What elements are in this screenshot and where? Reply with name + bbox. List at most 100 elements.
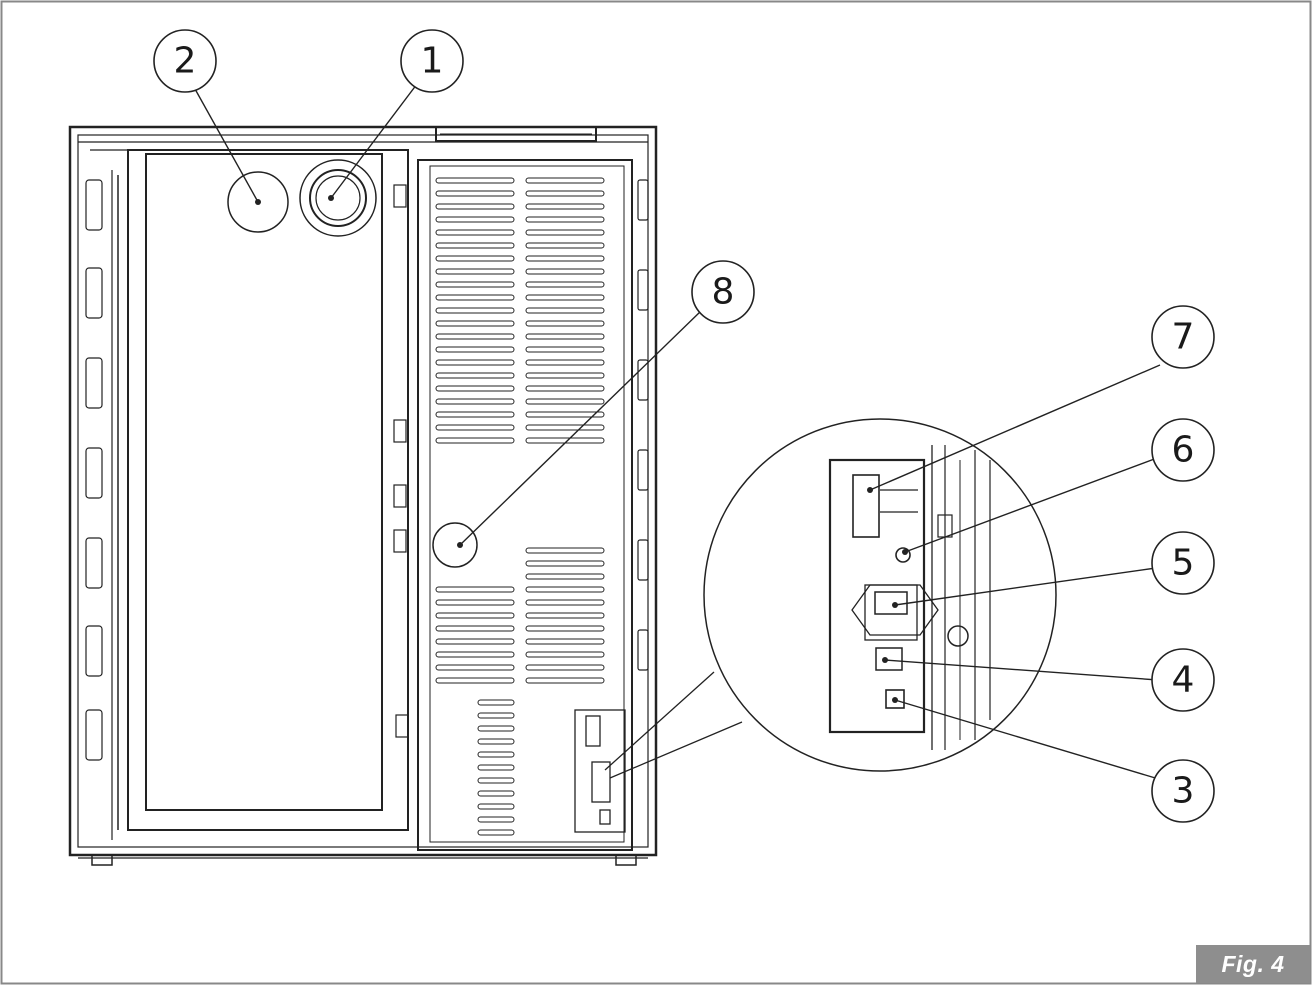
vent-slot: [435, 346, 515, 353]
vent-slot: [525, 651, 605, 658]
vent-slot: [435, 424, 515, 431]
vent-slot: [525, 359, 605, 366]
rear-vent-slots: [435, 177, 605, 836]
vent-slot: [477, 803, 515, 810]
vent-slot: [525, 346, 605, 353]
zoom-circle: [703, 418, 1057, 772]
vent-slot: [525, 625, 605, 632]
callout-label-2: 2: [174, 41, 197, 82]
callout-4: 4: [1151, 648, 1215, 712]
callout-7: 7: [1151, 305, 1215, 369]
callout-6: 6: [1151, 418, 1215, 482]
callout-label-6: 6: [1172, 430, 1195, 471]
component-2-port: [227, 171, 289, 233]
vent-slot: [525, 268, 605, 275]
vent-slot: [435, 586, 515, 593]
callout-8: 8: [691, 260, 755, 324]
vent-slot: [525, 437, 605, 444]
vent-slot: [525, 242, 605, 249]
technical-panel: [417, 159, 633, 851]
left-side-vents: [85, 179, 103, 761]
vent-slot: [477, 751, 515, 758]
vent-slot: [435, 255, 515, 262]
callout-leaders: [189, 79, 1163, 781]
door-panel: [90, 149, 409, 840]
callout-label-4: 4: [1172, 660, 1195, 701]
vent-slot: [435, 625, 515, 632]
vent-slot: [435, 229, 515, 236]
vent-slot: [525, 638, 605, 645]
component-8-port: [432, 522, 478, 568]
vent-slot: [525, 190, 605, 197]
vent-slot: [435, 638, 515, 645]
vent-slot: [477, 816, 515, 823]
vent-slot: [525, 677, 605, 684]
vent-slot: [477, 712, 515, 719]
callout-5: 5: [1151, 531, 1215, 595]
vent-slot: [435, 664, 515, 671]
vent-slot: [525, 177, 605, 184]
cabinet-outline: [68, 125, 658, 866]
vent-slot: [525, 560, 605, 567]
vent-slot: [435, 385, 515, 392]
vent-slot: [525, 385, 605, 392]
callout-1: 1: [400, 29, 464, 93]
vent-slot: [525, 586, 605, 593]
vent-slot: [525, 333, 605, 340]
vent-slot: [525, 372, 605, 379]
vent-slot: [435, 599, 515, 606]
vent-slot: [477, 738, 515, 745]
callout-label-7: 7: [1172, 317, 1195, 358]
vent-slot: [525, 229, 605, 236]
vent-slot: [525, 573, 605, 580]
callout-label-1: 1: [421, 41, 444, 82]
vent-slot: [525, 664, 605, 671]
callout-label-5: 5: [1172, 543, 1195, 584]
callout-label-3: 3: [1172, 771, 1195, 812]
vent-slot: [525, 281, 605, 288]
vent-slot: [435, 398, 515, 405]
vent-slot: [477, 764, 515, 771]
vent-slot: [477, 777, 515, 784]
vent-slot: [435, 190, 515, 197]
vent-slot: [525, 307, 605, 314]
vent-slot: [435, 437, 515, 444]
figure-tag: Fig. 4: [1196, 945, 1310, 983]
vent-slot: [435, 281, 515, 288]
vent-slot: [435, 294, 515, 301]
small-connector-block: [574, 709, 626, 833]
vent-slot: [477, 699, 515, 706]
vent-slot: [435, 177, 515, 184]
vent-slot: [435, 677, 515, 684]
vent-slot: [435, 411, 515, 418]
vent-slot: [525, 547, 605, 554]
vent-slot: [525, 216, 605, 223]
vent-slot: [435, 216, 515, 223]
callout-3: 3: [1151, 759, 1215, 823]
vent-slot: [435, 320, 515, 327]
vent-slot: [435, 268, 515, 275]
vent-slot: [525, 599, 605, 606]
vent-slot: [435, 242, 515, 249]
callout-dots: [255, 195, 908, 703]
vent-slot: [435, 333, 515, 340]
callout-2: 2: [153, 29, 217, 93]
vent-slot: [477, 725, 515, 732]
vent-slot: [525, 255, 605, 262]
component-1-port: [299, 159, 377, 237]
callout-label-8: 8: [712, 272, 735, 313]
vent-slot: [525, 320, 605, 327]
vent-slot: [435, 203, 515, 210]
vent-slot: [435, 612, 515, 619]
vent-slot: [525, 612, 605, 619]
vent-slot: [477, 829, 515, 836]
vent-slot: [525, 294, 605, 301]
right-side-vents: [637, 179, 649, 671]
vent-slot: [525, 424, 605, 431]
vent-slot: [435, 359, 515, 366]
vent-slot: [435, 307, 515, 314]
vent-slot: [525, 398, 605, 405]
